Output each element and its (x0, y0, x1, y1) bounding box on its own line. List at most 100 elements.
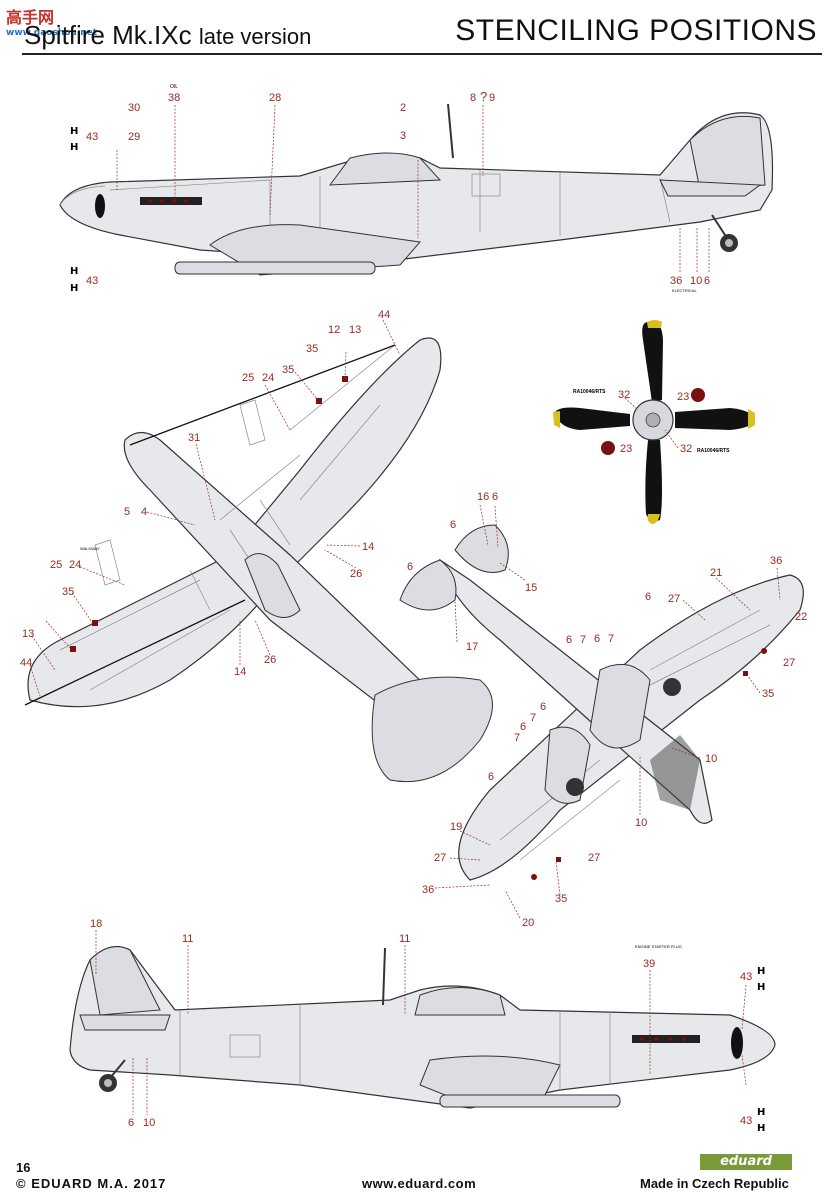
callout-7: 7 (530, 712, 536, 724)
callout-5: 5 (124, 506, 130, 518)
callout-10: 10 (635, 817, 647, 829)
callout-10: 10 (705, 753, 717, 765)
stencil-engine-starter-plug: ENGINE STARTER PLUG (635, 944, 682, 949)
side-view-bottom: 18 11 11 39 43 43 6 10 ENGINE STARTER PL… (69, 918, 776, 1134)
callout-27: 27 (668, 593, 680, 605)
callout-6: 6 (566, 634, 572, 646)
callout-28: 28 (269, 92, 281, 104)
page-footer: 16 © EDUARD M.A. 2017 www.eduard.com edu… (0, 1150, 837, 1200)
callout-13: 13 (22, 628, 34, 640)
callout-35: 35 (282, 364, 294, 376)
callout-36: 36 (770, 555, 782, 567)
callout-11: 11 (399, 933, 410, 945)
stencil-oil: OIL (170, 84, 178, 90)
callout-6: 6 (488, 771, 494, 783)
callout-6: 6 (520, 721, 526, 733)
stencil-prop-code: RA10046/RTS (697, 448, 730, 454)
callout-32: 32 (680, 443, 692, 455)
callout-25: 25 (242, 372, 254, 384)
callout-20: 20 (522, 917, 534, 929)
callout-44: 44 (378, 309, 390, 321)
exhaust-stubs (140, 197, 202, 205)
callout-30: 30 (128, 102, 140, 114)
callout-19: 19 (450, 821, 462, 833)
section-title: STENCILING POSITIONS (455, 14, 817, 47)
propeller-view: 32 23 23 32 RA10046/RTS RA10046/RTS (553, 320, 755, 524)
callout-6: 6 (645, 591, 651, 603)
callout-7: 7 (580, 634, 586, 646)
callout-21: 21 (710, 567, 722, 579)
marker-h: H (757, 1123, 765, 1134)
callout-29: 29 (128, 131, 140, 143)
marker-h: H (70, 142, 78, 153)
side-view-top: 30 29 38 28 2 3 8 ? 9 43 43 36 10 6 OIL … (59, 84, 774, 294)
callout-25: 25 (50, 559, 62, 571)
page-number: 16 (16, 1160, 31, 1175)
callout-23: 23 (620, 443, 632, 455)
planform-top-view: 44 12 13 35 25 24 35 31 5 4 14 26 25 24 … (20, 309, 493, 783)
callout-14: 14 (234, 666, 246, 678)
aircraft-title: Spitfire Mk.IXc late version (24, 20, 312, 50)
website-link[interactable]: www.eduard.com (362, 1176, 477, 1191)
callout-26: 26 (350, 568, 362, 580)
callout-36: 36 (422, 884, 434, 896)
callout-43-upper: 43 (86, 131, 98, 143)
callout-23: 23 (677, 391, 689, 403)
callout-43-lower: 43 (86, 275, 98, 287)
callout-26: 26 (264, 654, 276, 666)
marker-h: H (757, 1107, 765, 1118)
callout-query: ? (480, 89, 487, 104)
callout-6: 6 (540, 701, 546, 713)
callout-4: 4 (141, 506, 147, 518)
underside-view: 16 6 6 6 15 17 36 21 22 27 6 27 35 6 7 6… (399, 491, 807, 929)
callout-44: 44 (20, 657, 32, 669)
callout-31: 31 (188, 432, 200, 444)
callout-10: 10 (690, 275, 702, 287)
callout-38: 38 (168, 92, 180, 104)
callout-6: 6 (407, 561, 413, 573)
marker-h: H (757, 966, 765, 977)
callout-27: 27 (783, 657, 795, 669)
callout-8: 8 (470, 92, 476, 104)
callout-3: 3 (400, 130, 406, 142)
callout-7: 7 (514, 732, 520, 744)
callout-22: 22 (795, 611, 807, 623)
callout-35: 35 (62, 586, 74, 598)
stencil-prop-code: RA10046/RTS (573, 389, 606, 395)
callout-36: 36 (670, 275, 682, 287)
exhaust-stubs (632, 1035, 700, 1043)
callout-7: 7 (608, 633, 614, 645)
callout-35: 35 (555, 893, 567, 905)
callout-43-lower: 43 (740, 1115, 752, 1127)
callout-14: 14 (362, 541, 374, 553)
callout-10: 10 (143, 1117, 155, 1129)
callout-35: 35 (306, 343, 318, 355)
callout-11: 11 (182, 933, 193, 945)
callout-6: 6 (492, 491, 498, 503)
callout-24: 24 (262, 372, 274, 384)
copyright-text: © EDUARD M.A. 2017 (16, 1176, 167, 1191)
marker-h: H (757, 982, 765, 993)
callout-18: 18 (90, 918, 102, 930)
marker-h: H (70, 126, 78, 137)
callout-39: 39 (643, 958, 655, 970)
callout-27: 27 (434, 852, 446, 864)
callout-2: 2 (400, 102, 406, 114)
marker-h: H (70, 266, 78, 277)
callout-32: 32 (618, 389, 630, 401)
callout-6: 6 (704, 275, 710, 287)
callout-27: 27 (588, 852, 600, 864)
callout-12: 12 (328, 324, 340, 336)
callout-15: 15 (525, 582, 537, 594)
header-divider (22, 53, 822, 55)
made-in-text: Made in Czech Republic (640, 1176, 789, 1191)
eduard-logo: eduard (700, 1154, 792, 1170)
callout-24: 24 (69, 559, 81, 571)
callout-43-upper: 43 (740, 971, 752, 983)
callout-35: 35 (762, 688, 774, 700)
stencil-electrical: ELECTRICAL (672, 288, 697, 293)
marker-h: H (70, 283, 78, 294)
